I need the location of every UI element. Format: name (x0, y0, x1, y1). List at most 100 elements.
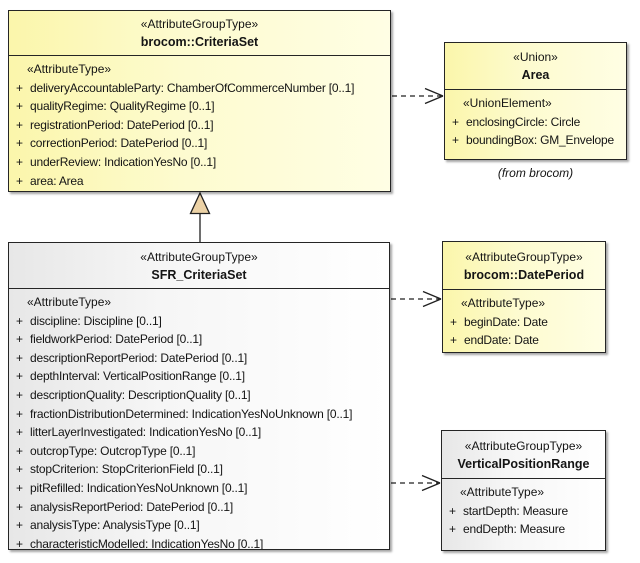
attributes-section-header: «AttributeType» (27, 295, 112, 309)
visibility-marker: + (452, 133, 460, 148)
attributes-compartment: «AttributeType» +startDepth: Measure +en… (442, 479, 605, 539)
attributes-list: +discipline: Discipline [0..1] +fieldwor… (9, 312, 389, 550)
attribute-text: descriptionReportPeriod: DatePeriod [0..… (30, 350, 248, 365)
attribute-text: analysisReportPeriod: DatePeriod [0..1] (30, 499, 233, 514)
dependency-connector-sfr-to-dateperiod[interactable] (391, 290, 442, 308)
generalization-triangle-icon (189, 191, 211, 215)
attribute-text: outcropType: OutcropType [0..1] (30, 443, 196, 458)
visibility-marker: + (16, 80, 24, 95)
visibility-marker: + (452, 114, 460, 129)
class-box-area[interactable]: «Union» Area «UnionElement» +enclosingCi… (444, 42, 627, 160)
attribute-text: correctionPeriod: DatePeriod [0..1] (30, 136, 208, 151)
visibility-marker: + (16, 117, 24, 132)
attributes-compartment: «AttributeType» + discipline: Discipline … (9, 289, 389, 550)
visibility-marker: + (16, 313, 24, 328)
visibility-marker: + (16, 443, 24, 458)
visibility-marker: + (16, 425, 24, 440)
class-box-verticalpositionrange[interactable]: «AttributeGroupType» VerticalPositionRan… (441, 430, 606, 551)
attributes-list: +deliveryAccountableParty: ChamberOfComm… (9, 79, 390, 191)
attribute-text: beginDate: Date (464, 314, 548, 329)
attribute-text: registrationPeriod: DatePeriod [0..1] (30, 117, 214, 132)
attributes-compartment: «AttributeType» + beginDate: Date + endDat… (443, 290, 605, 350)
attribute-text: enclosingCircle: Circle (466, 114, 581, 129)
attribute-text: discipline: Discipline [0..1] (30, 313, 162, 328)
visibility-marker: + (16, 173, 24, 188)
attribute-text: litterLayerInvestigated: IndicationYesNo… (30, 425, 261, 440)
attribute-row: + outcropType: OutcropType [0..1] (9, 442, 389, 461)
visibility-marker: + (16, 99, 24, 114)
attribute-text: characteristicModelled: IndicationYesNo … (30, 536, 264, 550)
visibility-marker: + (16, 462, 24, 477)
attribute-row: +qualityRegime: QualityRegime [0..1] (9, 97, 390, 116)
attribute-row: + discipline: Discipline [0..1] (9, 312, 389, 331)
attribute-row: + endDate: Date (443, 331, 605, 350)
generalization-connector[interactable] (189, 191, 211, 242)
class-box-sfr-criteriaset[interactable]: «AttributeGroupType» SFR_CriteriaSet «At… (8, 242, 390, 550)
attribute-row: + enclosingCircle: Circle (445, 113, 626, 132)
attribute-row: + stopCriterion: StopCriterionField [0..1… (9, 460, 389, 479)
attribute-row: +analysisType: AnalysisType [0..1] (9, 516, 389, 535)
class-title: «AttributeGroupType» VerticalPositionRan… (442, 431, 605, 479)
attribute-text: analysisType: AnalysisType [0..1] (30, 518, 200, 533)
attribute-row: +depthInterval: VerticalPositionRange [0… (9, 367, 389, 386)
attributes-list: +startDepth: Measure +endDepth: Measure (442, 502, 605, 539)
attribute-row: + area: Area (9, 172, 390, 191)
attribute-text: fractionDistributionDetermined: Indicati… (30, 406, 353, 421)
visibility-marker: + (16, 536, 24, 550)
attribute-row: + descriptionReportPeriod: DatePeriod [0.… (9, 349, 389, 368)
dependency-connector-criteriaset-to-area[interactable] (392, 87, 444, 105)
attributes-section-header: «AttributeType» (461, 296, 546, 310)
visibility-marker: + (16, 480, 24, 495)
attribute-text: boundingBox: GM_Envelope (466, 133, 614, 148)
attribute-text: descriptionQuality: DescriptionQuality [… (30, 387, 251, 402)
class-name: brocom::DatePeriod (463, 268, 585, 282)
class-name: VerticalPositionRange (457, 457, 590, 471)
attributes-compartment: «UnionElement» +enclosingCircle: Circle … (445, 90, 626, 150)
class-box-brocom-dateperiod[interactable]: «AttributeGroupType» brocom::DatePeriod … (442, 241, 606, 353)
package-caption: (from brocom) (497, 166, 574, 180)
attributes-compartment: «AttributeType» +deliveryAccountablePart… (9, 56, 390, 190)
attribute-text: endDate: Date (464, 333, 539, 348)
attribute-text: area: Area (30, 173, 84, 188)
class-title: «AttributeGroupType» brocom::CriteriaSet (9, 11, 390, 56)
attribute-text: startDepth: Measure (463, 503, 568, 518)
class-stereotype: «AttributeGroupType» (464, 439, 583, 453)
visibility-marker: + (16, 387, 24, 402)
visibility-marker: + (450, 333, 458, 348)
attribute-row: +fieldworkPeriod: DatePeriod [0..1] (9, 330, 389, 349)
attribute-text: underReview: IndicationYesNo [0..1] (30, 154, 217, 169)
attribute-row: +endDepth: Measure (442, 520, 605, 539)
attribute-text: fieldworkPeriod: DatePeriod [0..1] (30, 332, 202, 347)
class-box-brocom-criteriaset[interactable]: «AttributeGroupType» brocom::CriteriaSet… (8, 10, 391, 192)
attribute-row: + litterLayerInvestigated: IndicationYesN… (9, 423, 389, 442)
attribute-row: +startDepth: Measure (442, 502, 605, 521)
attribute-row: + underReview: IndicationYesNo [0..1] (9, 153, 390, 172)
class-title: «Union» Area (445, 43, 626, 90)
attribute-text: pitRefilled: IndicationYesNoUnknown [0..… (30, 480, 248, 495)
visibility-marker: + (450, 314, 458, 329)
class-name: Area (521, 68, 550, 82)
class-stereotype: «AttributeGroupType» (465, 250, 583, 264)
dependency-connector-sfr-to-verticalpositionrange[interactable] (391, 474, 441, 492)
attribute-row: +deliveryAccountableParty: ChamberOfComm… (9, 79, 390, 98)
attribute-row: +correctionPeriod: DatePeriod [0..1] (9, 134, 390, 153)
attribute-text: endDepth: Measure (463, 522, 565, 537)
attribute-row: + registrationPeriod: DatePeriod [0..1] (9, 116, 390, 135)
attribute-row: + pitRefilled: IndicationYesNoUnknown [0.… (9, 479, 389, 498)
open-arrowhead-icon (424, 87, 444, 105)
attribute-row: +analysisReportPeriod: DatePeriod [0..1] (9, 498, 389, 517)
attribute-row: + fractionDistributionDetermined: Indicat… (9, 405, 389, 424)
attribute-text: stopCriterion: StopCriterionField [0..1] (30, 462, 223, 477)
class-stereotype: «AttributeGroupType» (140, 17, 259, 31)
class-title: «AttributeGroupType» brocom::DatePeriod (443, 242, 605, 290)
visibility-marker: + (16, 406, 24, 421)
open-arrowhead-icon (421, 474, 441, 492)
visibility-marker: + (16, 154, 24, 169)
class-name: brocom::CriteriaSet (140, 35, 259, 49)
attribute-row: + characteristicModelled: IndicationYesNo… (9, 535, 389, 550)
class-stereotype: «Union» (513, 50, 558, 64)
visibility-marker: + (16, 350, 24, 365)
attributes-list: + enclosingCircle: Circle + boundingBox: G… (445, 113, 626, 150)
